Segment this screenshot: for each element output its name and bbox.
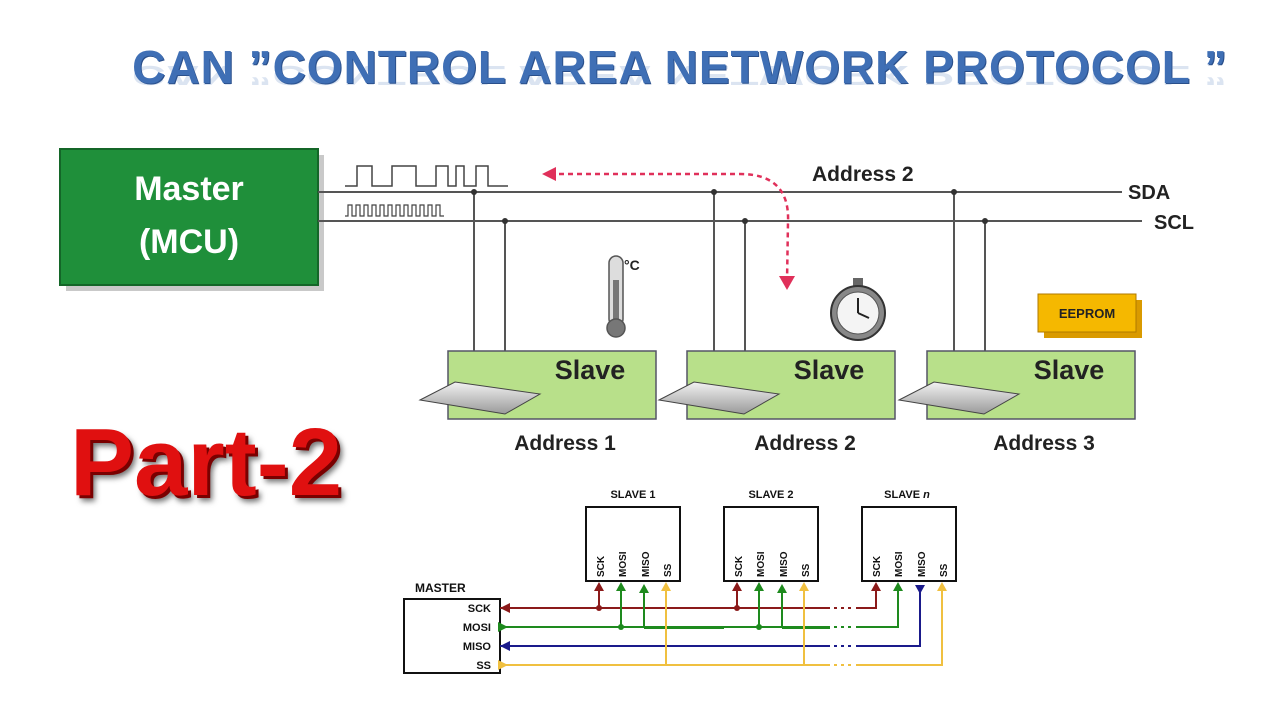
arrow-head-down bbox=[779, 276, 795, 290]
spi-slave-2: SLAVE 2 SCK MOSI MISO SS bbox=[723, 489, 819, 582]
spi-slave-n: SLAVE n SCK MOSI MISO SS bbox=[861, 489, 957, 582]
master-label: Master bbox=[134, 170, 244, 208]
chip-icon bbox=[418, 381, 542, 415]
master-pin-mosi: MOSI bbox=[463, 622, 491, 634]
spi-slave-label: SLAVE 2 bbox=[748, 489, 793, 501]
ss-wire bbox=[500, 588, 943, 666]
ss-arrows bbox=[498, 582, 947, 670]
top-address-label: Address 2 bbox=[812, 163, 914, 186]
master-sublabel: (MCU) bbox=[139, 223, 239, 261]
scl-waveform bbox=[345, 204, 444, 217]
slave-1: Slave Address 1 bbox=[418, 350, 657, 455]
slave-label: Slave bbox=[794, 355, 865, 385]
mosi-arrows bbox=[498, 582, 903, 632]
slave-pin: MOSI bbox=[894, 551, 905, 577]
spi-master-box bbox=[403, 598, 501, 674]
slave-pin: MOSI bbox=[618, 551, 629, 577]
miso-wire bbox=[500, 588, 921, 647]
master-pin-ss: SS bbox=[476, 660, 491, 672]
slave-3: Slave Address 3 bbox=[897, 350, 1136, 455]
slave-pin: SS bbox=[939, 563, 950, 577]
i2c-diagram: Master (MCU) SDA SCL Address 2 bbox=[59, 148, 1194, 455]
slave-pin: SCK bbox=[596, 555, 607, 577]
spi-diagram: MASTER SCK MOSI MISO SS SLAVE 1 SCK MOSI… bbox=[403, 489, 957, 674]
spi-slave-box bbox=[861, 506, 957, 582]
spi-slave-label: SLAVE n bbox=[884, 489, 930, 501]
thermometer-icon: °C bbox=[606, 255, 640, 338]
spi-slave-label: SLAVE 1 bbox=[610, 489, 655, 501]
slave-pin: SS bbox=[801, 563, 812, 577]
temp-unit: °C bbox=[624, 257, 640, 273]
slave-pin: MISO bbox=[641, 551, 652, 577]
slave-address: Address 3 bbox=[993, 432, 1095, 455]
slave-pin: SCK bbox=[734, 555, 745, 577]
slave-pin: MOSI bbox=[756, 551, 767, 577]
stopwatch-icon bbox=[830, 278, 886, 341]
slave-pin: SS bbox=[663, 563, 674, 577]
spi-slave-box bbox=[585, 506, 681, 582]
chip-icon bbox=[897, 381, 1021, 415]
miso-chain-arrows bbox=[639, 584, 787, 593]
part-label: Part-2 bbox=[70, 409, 343, 516]
spi-master-label: MASTER bbox=[415, 581, 466, 595]
master-pin-miso: MISO bbox=[463, 641, 492, 653]
sck-arrows bbox=[500, 582, 881, 613]
master-pin-sck: SCK bbox=[468, 603, 491, 615]
slave-drops bbox=[473, 192, 986, 352]
master-box bbox=[59, 148, 319, 286]
address-arrow bbox=[550, 172, 790, 283]
slave-pin: MISO bbox=[779, 551, 790, 577]
arrow-head-left bbox=[542, 167, 556, 181]
sck-wire bbox=[500, 588, 877, 609]
title-text: CAN ”CONTROL AREA NETWORK PROTOCOL ” bbox=[132, 41, 1228, 93]
eeprom-chip: EEPROM bbox=[1037, 293, 1142, 338]
spi-slave-box bbox=[723, 506, 819, 582]
miso-chain-wire bbox=[643, 588, 830, 629]
slave-pin: SCK bbox=[872, 555, 883, 577]
slave-address: Address 1 bbox=[514, 432, 616, 455]
chip-icon bbox=[657, 381, 781, 415]
slave-2: Slave Address 2 bbox=[657, 350, 896, 455]
sda-waveform bbox=[345, 165, 508, 187]
junction-dots bbox=[471, 189, 988, 224]
slave-address: Address 2 bbox=[754, 432, 856, 455]
slave-label: Slave bbox=[555, 355, 626, 385]
eeprom-label: EEPROM bbox=[1059, 306, 1115, 321]
page-title: CAN ”CONTROL AREA NETWORK PROTOCOL ” CAN… bbox=[0, 40, 1280, 94]
sda-label: SDA bbox=[1128, 182, 1170, 204]
miso-arrows bbox=[500, 585, 925, 651]
spi-slave-1: SLAVE 1 SCK MOSI MISO SS bbox=[585, 489, 681, 582]
scl-label: SCL bbox=[1154, 212, 1194, 234]
slave-label: Slave bbox=[1034, 355, 1105, 385]
slave-pin: MISO bbox=[917, 551, 928, 577]
